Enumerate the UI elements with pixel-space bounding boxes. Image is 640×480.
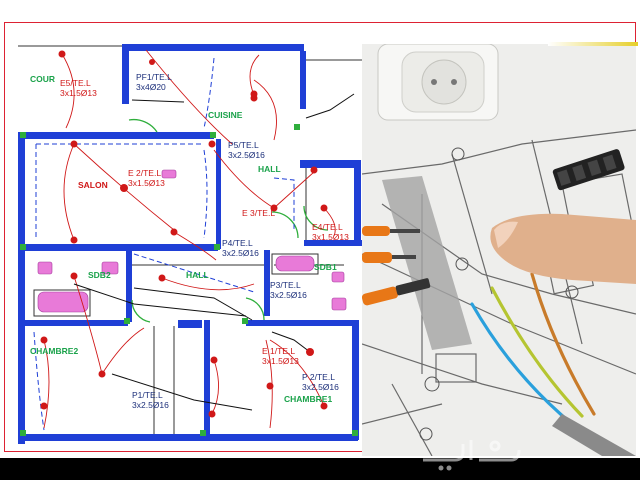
room-label-chambre1: CHAMBRE1	[284, 394, 333, 404]
room-label-hall-2: HALL	[186, 270, 209, 280]
room-label-sdb2: SDB2	[88, 270, 111, 280]
room-label-chambre2: CHAMBRE2	[30, 346, 79, 356]
bottom-bar	[0, 458, 640, 480]
room-label-hall-1: HALL	[258, 164, 281, 174]
watermark-icon	[423, 440, 521, 471]
watermark-logo	[415, 430, 525, 474]
room-label-cour: COUR	[30, 74, 56, 84]
floor-plan-drawing	[18, 44, 362, 444]
electrical-floor-plan: COUR CUISINE HALL SALON SDB2 HALL SDB1 C…	[14, 40, 362, 450]
room-label-salon: SALON	[78, 180, 108, 190]
accent-strip	[548, 42, 638, 46]
picture-frame: COUR CUISINE HALL SALON SDB2 HALL SDB1 C…	[0, 0, 640, 458]
room-label-sdb1: SDB1	[314, 262, 337, 272]
circuit-label-e3: E 3/TE.L	[242, 208, 276, 218]
photo-illustration	[362, 44, 636, 456]
room-label-cuisine: CUISINE	[208, 110, 243, 120]
socket-and-wire-photo	[362, 44, 636, 456]
